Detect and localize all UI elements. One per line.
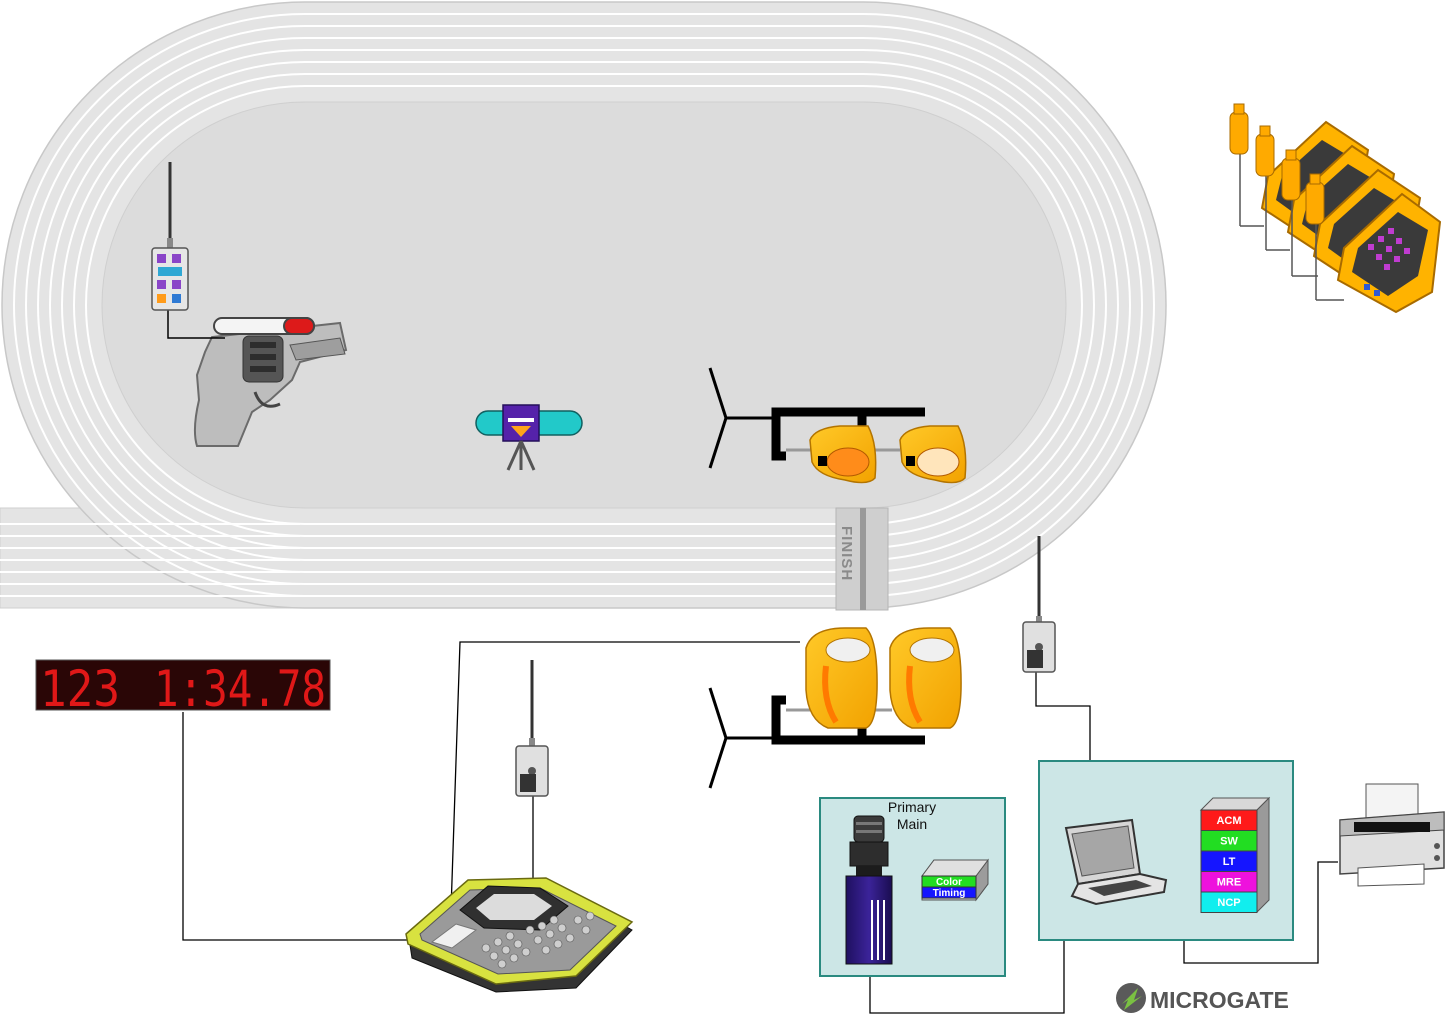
radio-receiver-icon [1022, 536, 1056, 673]
stack-layer-label: ACM [1216, 815, 1241, 827]
color-module-label: Color [936, 877, 962, 888]
software-stack: ACM SW LT MRE NCP [1199, 796, 1271, 914]
radio-transmitter-icon [151, 162, 189, 311]
handheld-timers-icon [1229, 103, 1442, 314]
photo-finish-camera-icon [845, 815, 893, 965]
stack-layer-label: LT [1223, 856, 1236, 868]
radio-receiver-icon [515, 660, 549, 797]
scoreboard-bib: 123 [40, 660, 120, 718]
finish-label: FINISH [838, 526, 855, 581]
stack-layer-label: SW [1220, 836, 1238, 848]
tripod-photocell-icon [475, 404, 583, 471]
led-scoreboard: 123 1:34.78 [35, 659, 331, 718]
printer-icon [1339, 783, 1445, 887]
primary-label: Primary [888, 799, 936, 815]
finish-photocell-pair-top [708, 367, 967, 484]
scoreboard-time: 1:34.78 [154, 660, 326, 718]
laptop-icon [1064, 818, 1168, 906]
finish-photocell-pair-bottom [708, 627, 962, 789]
stack-layer-label: MRE [1217, 877, 1241, 889]
color-timing-module: Color Timing [921, 858, 989, 902]
timing-module-label: Timing [933, 888, 966, 899]
main-label: Main [897, 816, 927, 832]
microgate-logo: MICROGATE [1116, 983, 1289, 1013]
stack-layer-ncp [1200, 891, 1258, 913]
microgate-logo-text: MICROGATE [1150, 987, 1289, 1013]
start-pistol-icon [193, 317, 348, 447]
stack-layer-label: NCP [1217, 897, 1240, 909]
timer-console-icon [405, 877, 634, 993]
handheld-timer [1305, 173, 1442, 314]
